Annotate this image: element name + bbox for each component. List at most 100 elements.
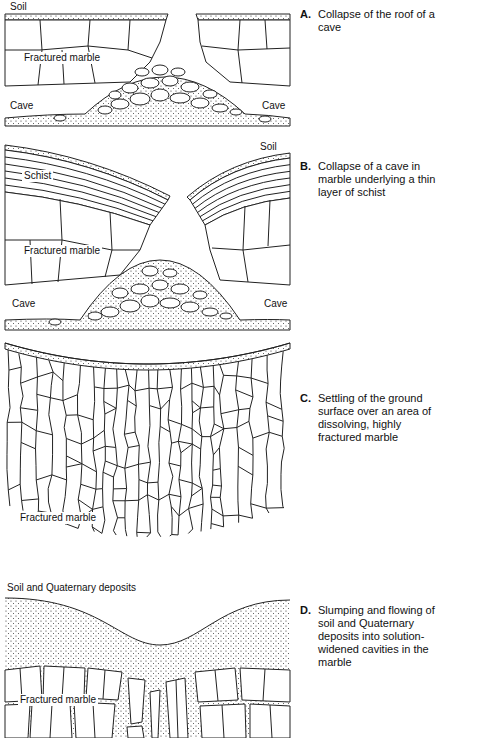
fracture-line: [117, 466, 125, 469]
fracture-line: [192, 488, 203, 496]
fracture-line: [21, 377, 38, 383]
fracture-line: [280, 351, 284, 507]
panel-d-art: [5, 598, 290, 738]
fracture-line: [22, 422, 36, 431]
panel-caption: Collapse of the roof of a cave: [318, 8, 443, 34]
fracture-line: [105, 408, 116, 414]
fracture-line: [66, 414, 77, 415]
fracture-line: [36, 475, 52, 480]
fracture-line: [93, 507, 103, 510]
fracture-line: [179, 480, 192, 484]
fracture-line: [139, 480, 148, 483]
fracture-line: [181, 424, 192, 428]
fracture-line: [159, 494, 169, 500]
fracture-line: [189, 504, 204, 508]
fracture-line: [210, 497, 220, 498]
fracture-line: [7, 350, 10, 506]
fracture-lines: [5, 199, 290, 284]
fracture-line: [127, 400, 136, 406]
fracture-line: [139, 495, 148, 501]
fracture-line: [105, 461, 117, 466]
fracture-line: [137, 532, 151, 534]
soil-deposits: [5, 598, 290, 738]
cave-floor-rubble: [5, 260, 290, 330]
fracture-line: [135, 388, 149, 391]
fracture-line: [149, 406, 160, 409]
fracture-line: [171, 506, 179, 515]
fracture-line: [192, 383, 204, 387]
ground-surface: [5, 343, 290, 364]
fracture-line: [192, 483, 202, 488]
fracture-line: [200, 407, 213, 408]
fracture-line: [92, 367, 96, 532]
fracture-line: [210, 366, 214, 529]
fracture-line: [160, 426, 170, 432]
fracture-line: [268, 416, 284, 421]
panel-letter: D.: [300, 604, 311, 617]
panel-a-art: [5, 14, 290, 126]
fracture-line: [78, 365, 82, 528]
cave-floor-rubble: [5, 77, 290, 126]
fracture-line: [172, 441, 179, 443]
fracture-line: [239, 515, 253, 518]
fracture-line: [214, 386, 220, 395]
fracture-line: [147, 495, 158, 500]
fracture-line: [81, 484, 96, 489]
panel-caption: Slumping and flowing of soil and Quatern…: [318, 604, 443, 669]
cave-label: Cave: [8, 100, 35, 112]
layer-label: Soil: [8, 1, 29, 13]
fracture-line: [211, 524, 223, 527]
fracture-line: [181, 383, 192, 389]
fracture-line: [239, 408, 250, 409]
fracture-line: [36, 357, 39, 516]
fracture-line: [149, 388, 157, 390]
fracture-line: [128, 445, 139, 447]
layer-label: Schist: [22, 170, 53, 182]
fracture-line: [249, 359, 253, 518]
fracture-line: [20, 408, 37, 411]
rubble-blocks: [49, 266, 232, 325]
fracture-line: [96, 488, 103, 490]
fracture-line: [9, 367, 21, 370]
fracture-line: [63, 395, 78, 401]
fracture-line: [124, 370, 129, 537]
fracture-line: [213, 485, 222, 487]
fracture-line: [202, 436, 211, 437]
fracture-line: [66, 456, 82, 464]
cave-label: Cave: [262, 298, 289, 310]
fracture-line: [94, 430, 105, 438]
fracture-line: [192, 429, 202, 437]
fracture-line: [213, 469, 220, 471]
fracture-line: [94, 387, 104, 389]
fracture-line: [21, 442, 35, 448]
fracture-line: [22, 499, 39, 501]
fracture-line: [63, 363, 67, 525]
fracture-line: [237, 421, 249, 427]
fracture-line: [224, 375, 237, 377]
fracture-line: [181, 444, 192, 453]
fracture-line: [36, 431, 52, 435]
marble-blocks: [5, 666, 290, 738]
marble-mass: [5, 20, 166, 86]
soil-layer: [5, 14, 168, 20]
panel-b-art: [5, 145, 290, 330]
fracture-line: [125, 464, 139, 468]
fracture-line: [236, 362, 239, 523]
marble-mass: [205, 198, 290, 285]
panel-caption: Collapse of a cave in marble underlying …: [318, 160, 443, 199]
panel-c-art: [5, 343, 290, 537]
rock-label: Fractured marble: [18, 694, 98, 706]
fracture-line: [104, 388, 117, 389]
fracture-line: [78, 415, 94, 420]
fracture-line: [78, 499, 92, 509]
fracture-line: [168, 369, 173, 536]
fracture-line: [157, 387, 172, 389]
cave-label: Cave: [10, 298, 37, 310]
fracture-line: [212, 509, 223, 516]
fracture-line: [81, 438, 93, 444]
fracture-line: [203, 386, 214, 387]
fracture-line: [193, 408, 201, 413]
fracture-line: [93, 446, 105, 451]
